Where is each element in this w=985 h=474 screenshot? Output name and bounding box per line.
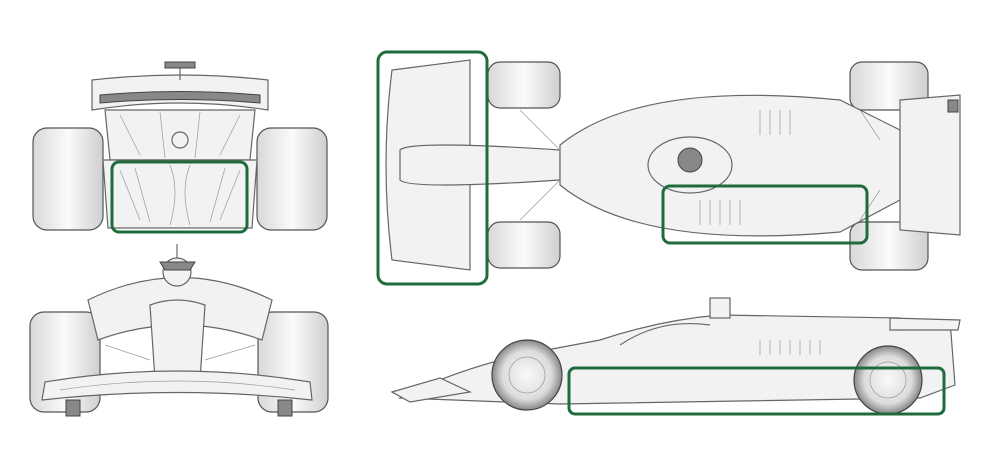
front-wheel-side (491, 339, 563, 411)
front-right-tyre-top (487, 221, 561, 269)
front-view (29, 244, 329, 417)
rear-left-tyre-top (849, 61, 929, 111)
rear-wheel-side (853, 345, 923, 415)
highlight-front-wing (376, 50, 489, 286)
rear-right-tyre (256, 127, 328, 231)
side-view (390, 297, 961, 415)
highlight-boxes (110, 50, 946, 416)
rear-right-tyre-top (849, 221, 929, 271)
airbox-side (709, 297, 731, 319)
front-wing (41, 370, 313, 401)
rear-wing-top (899, 94, 961, 236)
highlight-rear-diffuser (110, 160, 249, 234)
nose (149, 299, 206, 381)
top-view (385, 59, 961, 271)
nose-top (399, 144, 561, 186)
front-left-tyre-top (487, 61, 561, 109)
rear-view (32, 61, 328, 231)
highlight-floor-side (567, 366, 946, 416)
rear-wing-side (889, 317, 961, 331)
rear-left-tyre (32, 127, 104, 231)
front-wing-side (390, 377, 473, 403)
diffuser (102, 159, 258, 229)
highlight-sidepod-floor (661, 184, 869, 245)
